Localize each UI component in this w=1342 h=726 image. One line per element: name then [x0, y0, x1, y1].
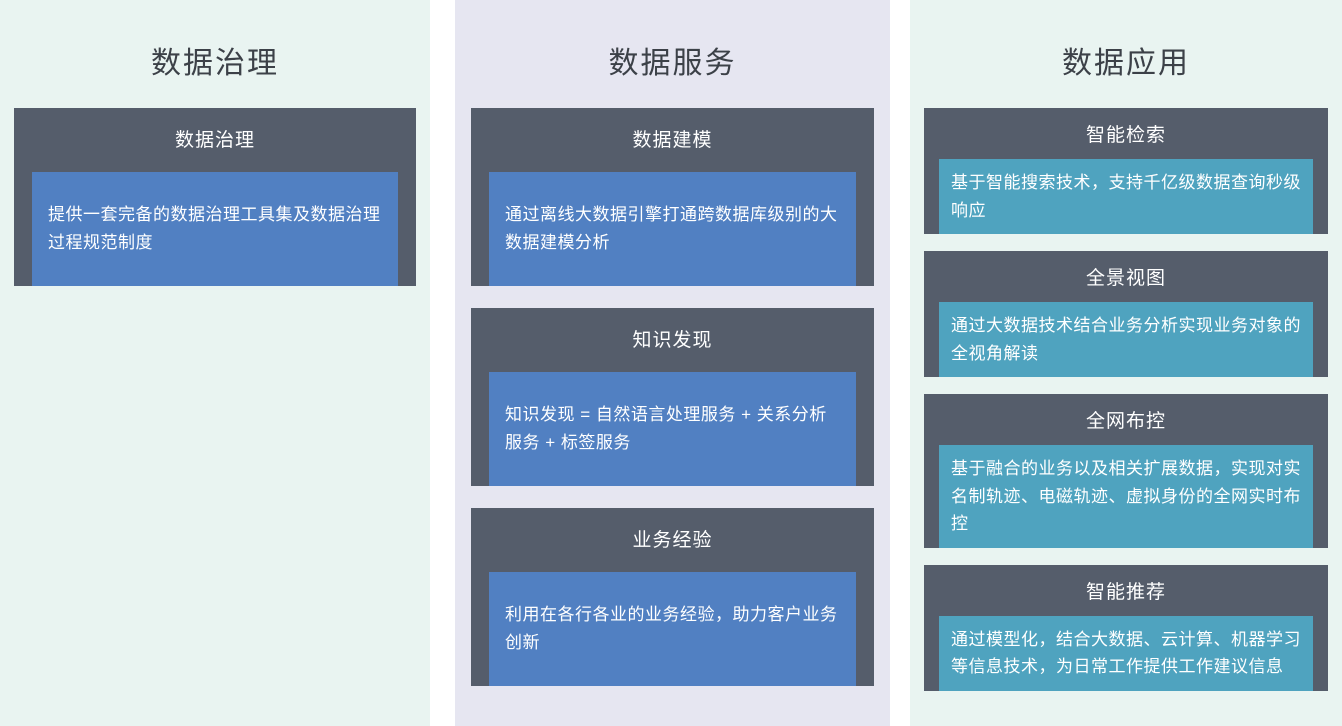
card-body: 通过模型化，结合大数据、云计算、机器学习等信息技术，为日常工作提供工作建议信息 — [939, 615, 1313, 691]
card-body: 提供一套完备的数据治理工具集及数据治理过程规范制度 — [32, 172, 398, 286]
card-header: 数据建模 — [632, 130, 713, 151]
card-intelligent-search: 智能检索 基于智能搜索技术，支持千亿级数据查询秒级响应 — [924, 108, 1328, 235]
column-data-governance: 数据治理 数据治理 提供一套完备的数据治理工具集及数据治理过程规范制度 — [0, 0, 430, 726]
card-body: 知识发现 = 自然语言处理服务 + 关系分析服务 + 标签服务 — [489, 372, 856, 486]
card-business-experience: 业务经验 利用在各行各业的业务经验，助力客户业务创新 — [471, 508, 874, 686]
column-data-applications: 数据应用 智能检索 基于智能搜索技术，支持千亿级数据查询秒级响应 全景视图 通过… — [910, 0, 1342, 726]
column-data-services: 数据服务 数据建模 通过离线大数据引擎打通跨数据库级别的大数据建模分析 知识发现… — [455, 0, 890, 726]
card-body: 通过离线大数据引擎打通跨数据库级别的大数据建模分析 — [489, 172, 856, 286]
column-title-data-services: 数据服务 — [608, 47, 737, 80]
card-header: 全景视图 — [1085, 268, 1166, 290]
card-header: 智能检索 — [1085, 125, 1166, 146]
card-body: 基于智能搜索技术，支持千亿级数据查询秒级响应 — [939, 159, 1313, 235]
card-header: 数据治理 — [174, 130, 255, 151]
card-panoramic-view: 全景视图 通过大数据技术结合业务分析实现业务对象的全视角解读 — [924, 251, 1328, 378]
column-divider — [430, 0, 455, 726]
card-body: 基于融合的业务以及相关扩展数据，实现对实名制轨迹、电磁轨迹、虚拟身份的全网实时布… — [939, 445, 1313, 548]
card-body: 利用在各行各业的业务经验，助力客户业务创新 — [489, 572, 856, 686]
card-intelligent-recommendation: 智能推荐 通过模型化，结合大数据、云计算、机器学习等信息技术，为日常工作提供工作… — [924, 564, 1328, 691]
column-title-data-governance: 数据治理 — [151, 47, 279, 80]
card-header: 智能推荐 — [1085, 581, 1166, 603]
card-data-modeling: 数据建模 通过离线大数据引擎打通跨数据库级别的大数据建模分析 — [471, 108, 874, 286]
card-data-governance: 数据治理 提供一套完备的数据治理工具集及数据治理过程规范制度 — [14, 108, 416, 286]
card-header: 全网布控 — [1085, 411, 1166, 433]
card-knowledge-discovery: 知识发现 知识发现 = 自然语言处理服务 + 关系分析服务 + 标签服务 — [471, 308, 874, 486]
card-network-surveillance: 全网布控 基于融合的业务以及相关扩展数据，实现对实名制轨迹、电磁轨迹、虚拟身份的… — [924, 394, 1328, 548]
card-body: 通过大数据技术结合业务分析实现业务对象的全视角解读 — [939, 302, 1313, 378]
card-header: 业务经验 — [632, 530, 713, 551]
column-title-data-applications: 数据应用 — [1062, 47, 1190, 80]
column-divider — [890, 0, 910, 726]
card-header: 知识发现 — [632, 330, 713, 351]
